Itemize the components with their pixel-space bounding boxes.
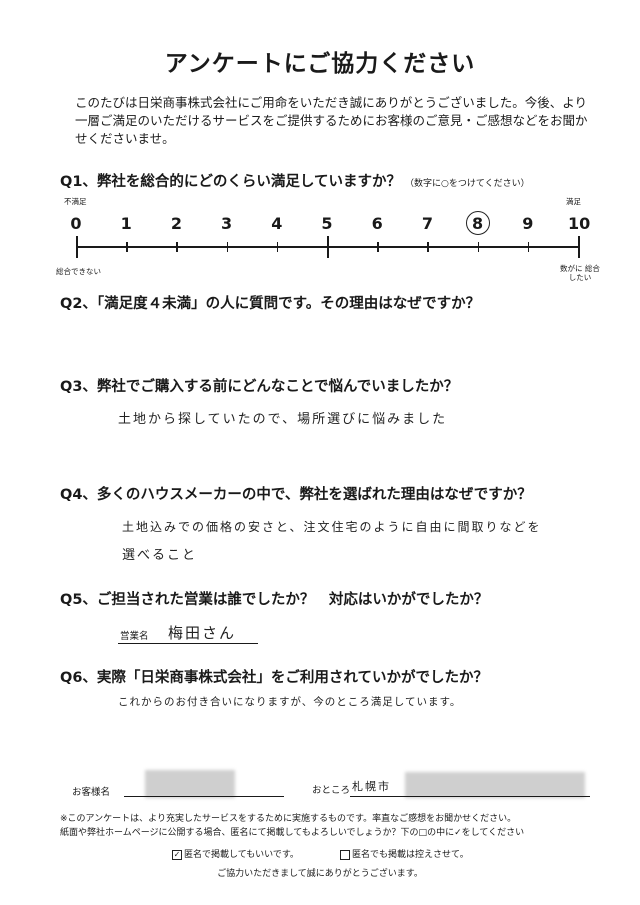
scale-tick-10 [578,236,580,258]
scale-low-label-bottom: 総合できない [56,267,101,276]
sales-name: 梅田さん [168,624,237,642]
scale-label-1[interactable]: 1 [120,214,132,233]
scale-label-10[interactable]: 10 [568,214,591,233]
q4-question: Q4、多くのハウスメーカーの中で、弊社を選ばれた理由はなぜですか？ [60,487,532,503]
thanks-text: ご協力いただきまして誠にありがとうございます。 [217,869,423,879]
q2-question: Q2、「満足度４未満」の人に質問です。その理由はなぜですか？ [60,296,481,312]
sales-underline [118,643,258,644]
scale-tick-6 [377,242,379,252]
scale-tick-2 [176,242,178,252]
consent-option-2-label: 匿名でも掲載は控えさせて。 [352,850,469,860]
consent-option-1[interactable]: ✓匿名で掲載してもいいです。 [172,847,299,860]
sales-label: 営業名 [120,631,149,642]
q5-question: Q5、ご担当された営業は誰でしたか？ 対応はいかがでしたか？ [60,592,489,608]
customer-name-underline [124,796,284,797]
q6-answer: これからのお付き合いになりますが、今のところ満足しています。 [118,696,462,708]
consent-checkbox-1[interactable]: ✓ [172,849,182,860]
scale-tick-8 [477,242,480,252]
scale-tick-9 [527,242,530,252]
scale-high-label-top: 満足 [566,197,581,206]
scale-label-4[interactable]: 4 [271,214,283,233]
q1-question: Q1、弊社を総合的にどのくらい満足していますか？（数字に○をつけてください） [60,170,530,191]
q4-answer-line2: 選べること [122,548,198,563]
scale-label-6[interactable]: 6 [371,214,383,233]
scale-label-0[interactable]: 0 [70,214,82,233]
selected-circle [465,211,490,235]
address-label: おところ [312,785,351,796]
q6-question: Q6、実際「日栄商事株式会社」をご利用されていかがでしたか？ [60,670,488,686]
scale-tick-7 [427,242,429,252]
scale-label-2[interactable]: 2 [170,214,182,233]
footer-line1: ※このアンケートは、より充実したサービスをするために実施するものです。率直なご感… [60,814,517,824]
customer-name-redacted [145,770,235,798]
scale-tick-1 [126,242,128,252]
q1-question-text: Q1、弊社を総合的にどのくらい満足していますか？ [60,174,401,190]
scale-label-7[interactable]: 7 [421,214,433,233]
customer-name-label: お客様名 [72,787,111,798]
intro-text: このたびは日栄商事株式会社にご用命をいただき誠にありがとうございました。今後、よ… [75,95,588,146]
scale-label-9[interactable]: 9 [522,214,534,233]
address-underline [350,796,590,797]
scale-low-label-top: 不満足 [64,197,87,206]
scale-tick-0 [76,236,78,258]
address-value: 札幌市 [352,780,391,793]
page-title: アンケートにご協力ください [164,51,476,77]
footer-note: ※このアンケートは、より充実したサービスをするために実施するものです。率直なご感… [60,812,600,840]
scale-tick-5 [327,236,329,258]
q4-answer-line1: 土地込みでの価格の安さと、注文住宅のように自由に間取りなどを [122,520,542,534]
consent-option-1-label: 匿名で掲載してもいいです。 [184,850,299,860]
scale-high-label-bottom: 数がに 総合したい [560,264,600,282]
consent-option-2[interactable]: 匿名でも掲載は控えさせて。 [340,847,469,860]
q1-note: （数字に○をつけてください） [404,179,530,189]
scale-label-3[interactable]: 3 [221,214,233,233]
scale-tick-3 [226,242,229,252]
consent-checkbox-2[interactable] [340,849,350,860]
footer-line2: 紙面や弊社ホームページに公開する場合、匿名にて掲載してもよろしいでしょうか？下の… [60,828,525,838]
q3-answer: 土地から探していたので、場所選びに悩みました [118,412,448,427]
address-redacted [405,772,585,798]
q3-question: Q3、弊社でご購入する前にどんなことで悩んでいましたか？ [60,379,459,395]
scale-label-5[interactable]: 5 [321,214,333,233]
scale-tick-4 [276,242,279,252]
